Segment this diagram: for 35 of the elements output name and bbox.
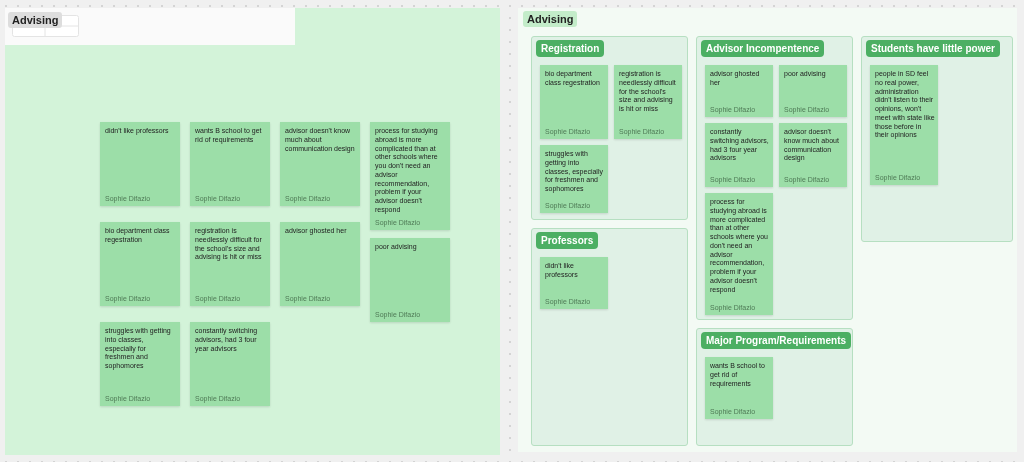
- sticky-note: [190, 322, 270, 406]
- sticky-note: [614, 65, 682, 139]
- sticky-note: [705, 65, 773, 117]
- frame-panel: [518, 8, 1017, 452]
- sticky-note: [280, 222, 360, 306]
- sticky-note: [190, 122, 270, 206]
- sticky-note: [100, 322, 180, 406]
- sticky-note: [370, 238, 450, 322]
- frame-title: Advising: [523, 11, 578, 27]
- sticky-note: [540, 257, 608, 309]
- group-title: Students have little power: [866, 40, 1000, 57]
- sticky-note: [190, 222, 270, 306]
- group-panel: [531, 228, 688, 446]
- group-panel: [696, 328, 853, 446]
- frame-panel: [5, 8, 500, 455]
- group-title: Professors: [536, 232, 599, 249]
- group-title: Major Program/Requirements: [701, 332, 852, 349]
- sticky-note: [100, 122, 180, 206]
- sticky-note: [705, 123, 773, 187]
- sticky-note: [540, 145, 608, 213]
- sticky-note: [705, 193, 773, 315]
- sticky-note: [280, 122, 360, 206]
- group-panel: [696, 36, 853, 320]
- group-panel: [531, 36, 688, 220]
- group-title: Registration: [536, 40, 605, 57]
- group-title: Advisor Incompentence: [701, 40, 825, 57]
- sticky-note: [779, 123, 847, 187]
- sticky-note: [370, 122, 450, 230]
- sticky-note: [705, 357, 773, 419]
- sticky-note: [100, 222, 180, 306]
- frame-title: Advising: [8, 12, 63, 28]
- sticky-note: [870, 65, 938, 185]
- sticky-note: [540, 65, 608, 139]
- group-panel: [861, 36, 1013, 242]
- sticky-note: [779, 65, 847, 117]
